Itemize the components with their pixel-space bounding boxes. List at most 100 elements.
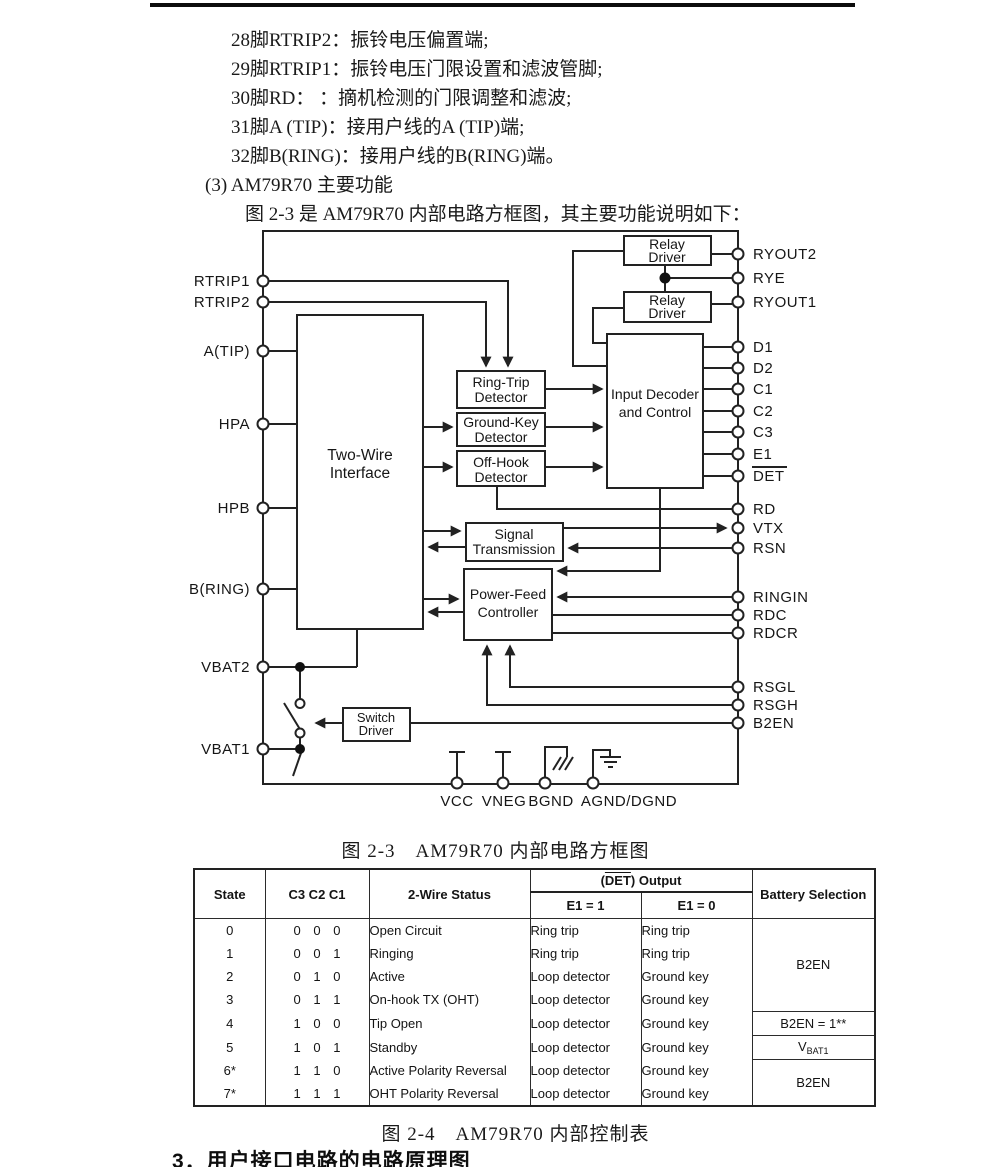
pin-circle-bring: [256, 582, 270, 596]
cell-state: 1: [193, 942, 266, 965]
block-signal-transmission: [465, 522, 564, 562]
table-row: 1 0 0 1 Ringing Ring trip Ring trip: [193, 942, 875, 965]
pin-circle-rdcr: [731, 626, 745, 640]
pin-label-rdc: RDC: [753, 607, 787, 624]
page-top-rule: [150, 3, 855, 7]
table-row: 6* 1 1 0 Active Polarity Reversal Loop d…: [193, 1058, 876, 1107]
pin-circle-c2: [731, 404, 745, 418]
block-off-hook-detector: [456, 450, 546, 487]
wire-decoder-driver2: [592, 307, 624, 344]
cell-battery-group: B2EN: [751, 1058, 876, 1107]
cell-code: 1 0 1: [264, 1035, 370, 1059]
pin-circle-b2en: [731, 716, 745, 730]
cell-state: 3: [193, 988, 266, 1011]
pin-label-e1: E1: [753, 446, 772, 463]
vcc-terminal-icon: [449, 751, 465, 777]
wire-rtrip1: [268, 280, 514, 368]
cell-code: 1 1 1: [264, 1082, 370, 1106]
pin-circle-vbat2: [256, 660, 270, 674]
cell-e1-0: Ground key: [640, 1059, 753, 1082]
wire-decoder-powerfeed: [556, 488, 661, 577]
pin-label-det: DET: [753, 468, 785, 485]
label-off-hook: Detector: [475, 469, 528, 485]
pin-label-rtrip1: RTRIP1: [194, 273, 250, 290]
label-signal-transmission: Transmission: [473, 541, 556, 557]
section-3-heading: 3．用户接口电路的电路原理图: [172, 1150, 471, 1167]
cell-status: Active Polarity Reversal: [368, 1059, 531, 1082]
block-two-wire-interface: [296, 314, 424, 630]
junction-dot: [659, 272, 671, 284]
pin-circle-c3: [731, 425, 745, 439]
cell-state: 6*: [193, 1059, 266, 1082]
intro-text-block: 28脚RTRIP2：振铃电压偏置端; 29脚RTRIP1：振铃电压门限设置和滤波…: [0, 26, 991, 229]
label-relay-driver-2: Driver: [648, 305, 686, 321]
col-header-code: C3 C2 C1: [264, 868, 370, 919]
pin-circle-agnd: [586, 776, 600, 790]
label-power-feed: Controller: [478, 604, 539, 620]
label-input-decoder: Input Decoder: [611, 386, 699, 402]
block-ground-key-detector: [456, 412, 546, 447]
switch-lever: [283, 702, 302, 732]
cell-status: OHT Polarity Reversal: [368, 1082, 531, 1106]
pin-circle-vneg: [496, 776, 510, 790]
wire-offhook-rd: [496, 486, 732, 510]
wire-rsgl: [504, 644, 732, 688]
cell-e1-0: Ring trip: [640, 942, 753, 965]
cell-e1-0: Ground key: [640, 1035, 753, 1059]
pin-circle-hpa: [256, 417, 270, 431]
table-row: 2 0 1 0 Active Loop detector Ground key: [193, 965, 875, 988]
cell-state: 2: [193, 965, 266, 988]
pin-circle-rsn: [731, 541, 745, 555]
cell-state: 4: [193, 1011, 266, 1035]
pin-circle-hpb: [256, 501, 270, 515]
figure-2-3-caption: 图 2-3 AM79R70 内部电路方框图: [341, 841, 650, 862]
col-header-det-output: (DET) Output: [529, 868, 753, 893]
pin-circle-atip: [256, 344, 270, 358]
cell-status: Standby: [368, 1035, 531, 1059]
wire-decoder-driver1: [572, 250, 624, 367]
cell-e1-1: Ring trip: [529, 918, 642, 942]
label-ring-trip: Detector: [475, 389, 528, 405]
cell-e1-0: Ground key: [640, 1082, 753, 1106]
label-ground-key: Detector: [475, 429, 528, 445]
pin-circle-vtx: [731, 521, 745, 535]
pin-label-rdcr: RDCR: [753, 625, 798, 642]
table-row: 4 1 0 0 Tip Open Loop detector Ground ke…: [193, 1010, 876, 1036]
wire-rtrip2: [268, 301, 492, 368]
cell-code: 0 0 1: [264, 942, 370, 965]
pin-label-b2en: B2EN: [753, 715, 794, 732]
pin-desc-line: 29脚RTRIP1：振铃电压门限设置和滤波管脚;: [231, 59, 603, 80]
cell-e1-1: Loop detector: [529, 988, 642, 1011]
cell-e1-1: Ring trip: [529, 942, 642, 965]
cell-state: 0: [193, 918, 266, 942]
pin-label-ryout2: RYOUT2: [753, 246, 817, 263]
pin-label-vcc: VCC: [440, 793, 473, 810]
table-row: 5 1 0 1 Standby Loop detector Ground key…: [193, 1034, 876, 1060]
section-heading: (3) AM79R70 主要功能: [205, 175, 393, 196]
label-input-decoder: and Control: [619, 404, 691, 420]
pin-label-c3: C3: [753, 424, 773, 441]
pin-label-ringin: RINGIN: [753, 589, 809, 606]
pin-label-c1: C1: [753, 381, 773, 398]
label-switch-driver: Switch: [357, 710, 395, 725]
cell-status: Ringing: [368, 942, 531, 965]
cell-status: Active: [368, 965, 531, 988]
cell-e1-1: Loop detector: [529, 1059, 642, 1082]
pin-circle-ryout1: [731, 295, 745, 309]
junction-dot: [295, 662, 305, 672]
pin-circle-d1: [731, 340, 745, 354]
pin-label-agnd-dgnd: AGND/DGND: [581, 793, 677, 810]
pin-label-c2: C2: [753, 403, 773, 420]
switch-contact: [294, 727, 306, 739]
label-relay-driver-1: Relay: [649, 236, 685, 252]
table-row: 0 0 0 0 Open Circuit Ring trip Ring trip…: [193, 918, 876, 1012]
col-header-state: State: [193, 868, 266, 919]
pin-circle-bgnd: [538, 776, 552, 790]
pin-circle-vcc: [450, 776, 464, 790]
earth-ground-icon: [592, 749, 621, 777]
cell-e1-0: Ground key: [640, 965, 753, 988]
pin-desc-line: 32脚B(RING)：接用户线的B(RING)端。: [231, 146, 565, 167]
det-overline-text: DET: [604, 873, 631, 888]
pin-circle-e1: [731, 447, 745, 461]
